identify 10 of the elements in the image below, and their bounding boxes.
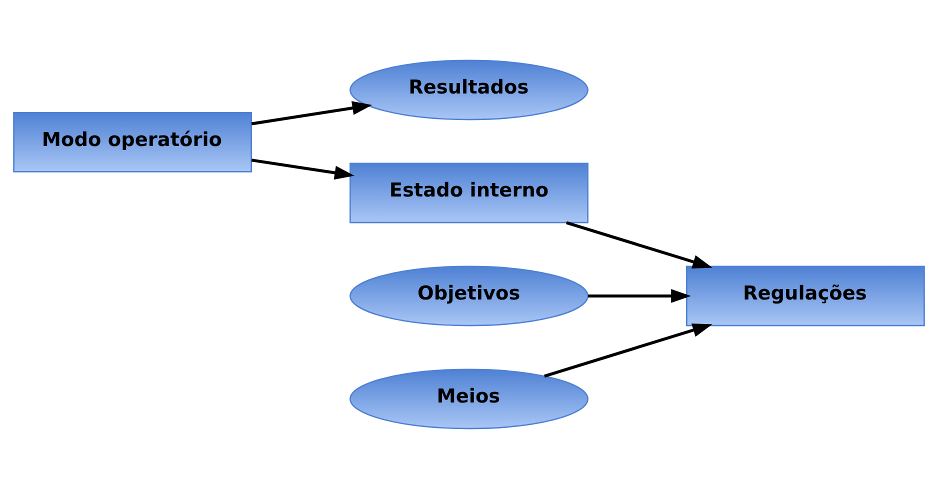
node-box: Estado interno [350,162,588,224]
node-ellipse: Meios [350,368,588,430]
arrow [588,289,691,303]
node-box: Modo operatório [13,112,252,172]
node-box: Regulações [686,266,925,326]
arrow [251,158,354,180]
arrow [251,101,372,126]
arrow [544,324,712,378]
arrow [566,221,712,269]
node-ellipse: Objetivos [350,266,588,326]
